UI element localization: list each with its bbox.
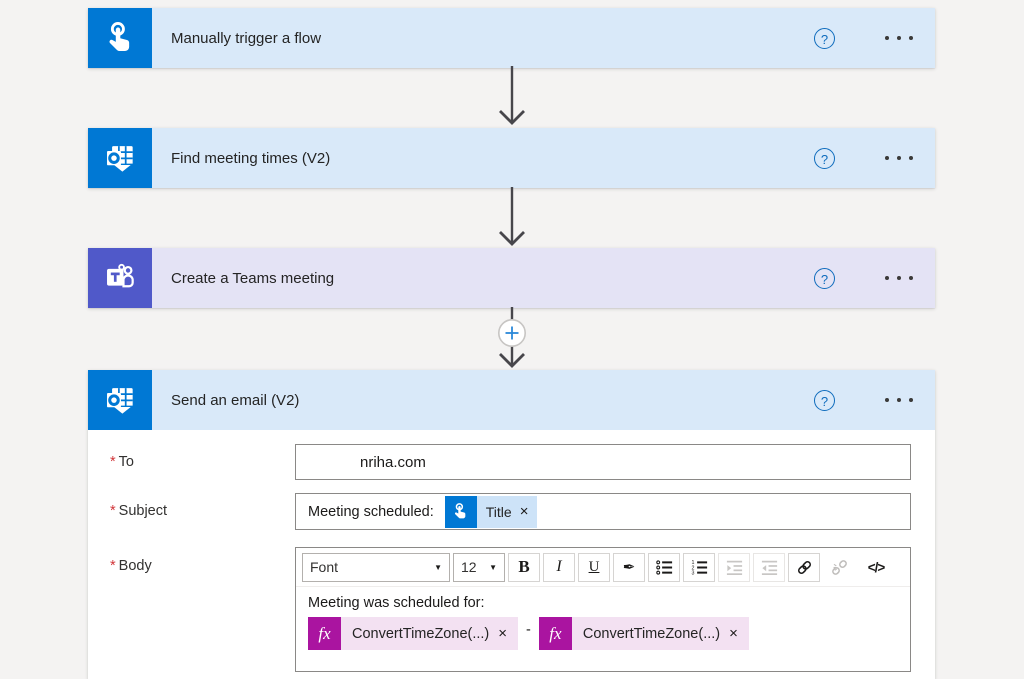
to-input[interactable]: nriha.com	[295, 444, 911, 480]
text-color-button[interactable]: ✒	[613, 552, 645, 582]
pen-icon: ✒	[622, 559, 636, 576]
body-editor[interactable]: Font▼ 12▼ B I U ✒	[295, 547, 911, 672]
card-find-meeting-times[interactable]: Find meeting times (V2) ?	[88, 128, 935, 188]
card-title: Send an email (V2)	[171, 391, 300, 409]
bullet-list-icon	[655, 559, 672, 575]
indent-increase-button[interactable]	[718, 552, 750, 582]
bullet-list-button[interactable]	[648, 552, 680, 582]
token-expression-label: ConvertTimeZone(...)	[582, 625, 721, 642]
indent-increase-icon	[726, 560, 742, 575]
token-expression-end[interactable]: fx ConvertTimeZone(...) ×	[538, 617, 749, 650]
required-marker: *	[110, 503, 116, 519]
help-icon[interactable]: ?	[814, 27, 835, 49]
required-marker: *	[110, 454, 116, 470]
outlook-icon	[88, 128, 152, 188]
manual-trigger-icon	[88, 8, 152, 68]
help-icon[interactable]: ?	[814, 389, 835, 411]
token-expression-label: ConvertTimeZone(...)	[352, 625, 490, 642]
indent-decrease-icon	[761, 560, 777, 575]
insert-step-connector	[498, 307, 526, 368]
card-title: Find meeting times (V2)	[171, 149, 331, 167]
fx-icon: fx	[538, 617, 572, 650]
unlink-icon	[831, 559, 847, 575]
ellipsis-icon[interactable]	[885, 156, 913, 160]
subject-input[interactable]: Meeting scheduled: Title ×	[295, 493, 911, 530]
numbered-list-icon: 123	[691, 560, 707, 576]
ellipsis-icon[interactable]	[885, 36, 913, 40]
help-icon[interactable]: ?	[814, 267, 835, 289]
body-token-row: fx ConvertTimeZone(...) × - fx ConvertTi…	[308, 617, 898, 650]
richtext-toolbar: Font▼ 12▼ B I U ✒	[296, 548, 910, 587]
token-separator: -	[526, 622, 531, 638]
close-icon[interactable]: ×	[729, 625, 738, 642]
body-content[interactable]: Meeting was scheduled for: fx ConvertTim…	[296, 587, 910, 658]
card-send-email: Send an email (V2) ? *To nriha.com *Subj…	[88, 370, 935, 679]
link-icon	[797, 560, 811, 574]
font-select[interactable]: Font▼	[302, 552, 450, 582]
underline-button[interactable]: U	[578, 552, 610, 582]
card-title: Manually trigger a flow	[171, 29, 322, 47]
subject-text: Meeting scheduled:	[308, 503, 434, 520]
close-icon[interactable]: ×	[498, 625, 508, 642]
arrow-down-icon	[499, 187, 525, 246]
help-icon[interactable]: ?	[814, 147, 835, 169]
chevron-down-icon: ▼	[489, 562, 497, 572]
arrow-down-icon	[499, 66, 525, 125]
manual-trigger-icon	[444, 495, 477, 528]
link-button[interactable]	[788, 552, 820, 582]
svg-text:1: 1	[691, 560, 694, 566]
bold-button[interactable]: B	[508, 552, 540, 582]
token-expression-start[interactable]: fx ConvertTimeZone(...) ×	[308, 617, 519, 650]
outlook-icon	[88, 370, 152, 430]
body-label: *Body	[110, 558, 152, 574]
code-icon: </>	[867, 559, 886, 575]
italic-button[interactable]: I	[543, 552, 575, 582]
close-icon[interactable]: ×	[519, 503, 529, 520]
teams-icon	[88, 248, 152, 308]
token-title-label: Title	[485, 503, 512, 520]
to-value: nriha.com	[360, 453, 426, 471]
fx-icon: fx	[308, 617, 341, 650]
svg-text:2: 2	[691, 565, 694, 571]
font-size-select[interactable]: 12▼	[453, 552, 505, 582]
unlink-button[interactable]	[823, 552, 855, 582]
subject-label: *Subject	[110, 503, 168, 519]
card-create-teams-meeting[interactable]: Create a Teams meeting ?	[88, 248, 935, 308]
body-text-line: Meeting was scheduled for:	[308, 595, 485, 611]
card-title: Create a Teams meeting	[171, 269, 335, 287]
underline-icon: U	[588, 558, 600, 575]
svg-text:3: 3	[691, 570, 694, 576]
ellipsis-icon[interactable]	[885, 398, 913, 402]
card-manually-trigger-flow[interactable]: Manually trigger a flow ?	[88, 8, 935, 68]
chevron-down-icon: ▼	[434, 562, 442, 572]
bold-icon: B	[518, 557, 530, 576]
code-view-button[interactable]: </>	[858, 552, 894, 582]
to-label: *To	[110, 454, 134, 470]
ellipsis-icon[interactable]	[885, 276, 913, 280]
italic-icon: I	[556, 558, 562, 575]
required-marker: *	[110, 558, 116, 574]
token-title[interactable]: Title ×	[444, 495, 538, 528]
indent-decrease-button[interactable]	[753, 552, 785, 582]
card-send-email-header[interactable]: Send an email (V2) ?	[88, 370, 935, 430]
